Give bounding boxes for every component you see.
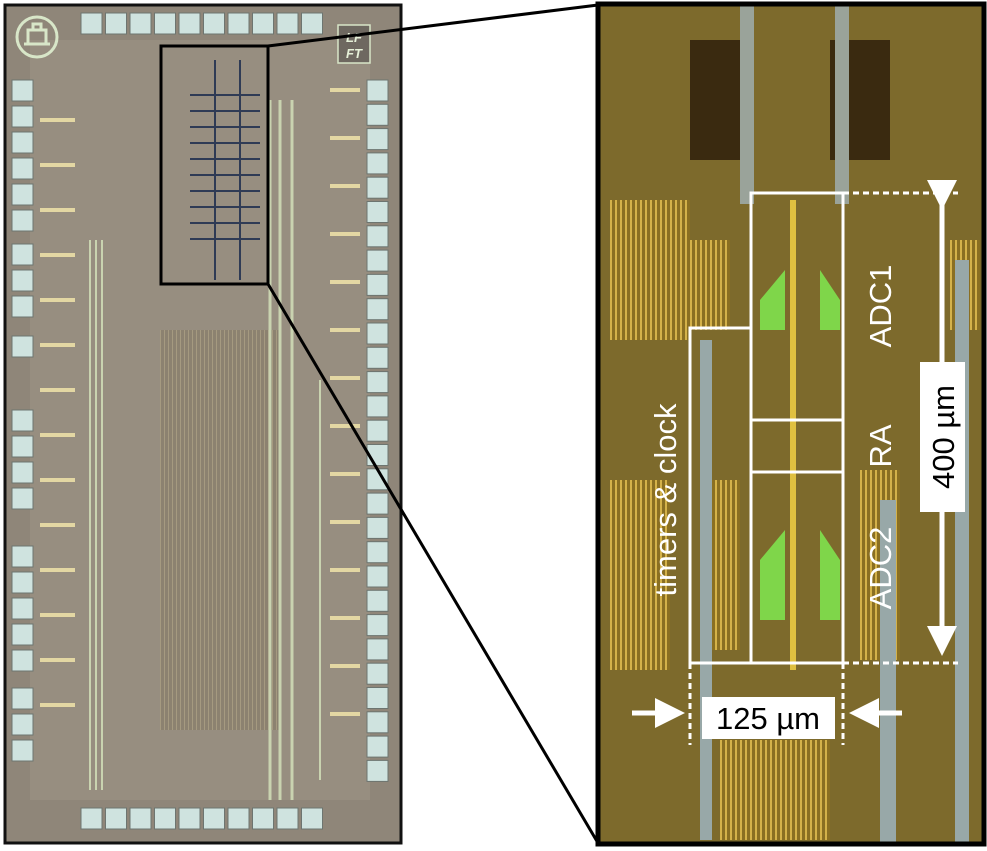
bond-pad xyxy=(105,807,127,830)
bond-pad xyxy=(11,623,34,646)
bond-pad xyxy=(11,131,34,154)
bond-pad xyxy=(252,807,274,830)
height-label-box xyxy=(920,362,965,512)
bond-pad xyxy=(301,12,323,35)
label-adc2: ADC2 xyxy=(863,527,898,610)
central-array xyxy=(160,330,280,730)
bond-pad xyxy=(154,12,176,35)
logo-text-lf: LF xyxy=(346,30,363,45)
bond-pad xyxy=(366,79,389,102)
bond-pad xyxy=(203,807,225,830)
bond-pad xyxy=(366,662,389,685)
bond-pad xyxy=(11,597,34,620)
bond-pad xyxy=(227,12,250,35)
bond-pad xyxy=(366,249,389,272)
bond-pad xyxy=(366,492,389,515)
bond-pad xyxy=(129,12,152,35)
bond-pad xyxy=(366,371,389,394)
bond-pad xyxy=(366,298,389,321)
bond-pad xyxy=(366,201,389,223)
bond-pad xyxy=(366,516,389,539)
bond-pad xyxy=(366,103,389,126)
bond-pad xyxy=(366,225,389,248)
bond-pad xyxy=(11,105,34,128)
bond-pad xyxy=(11,183,34,206)
chip-die-photo: LF FT xyxy=(3,3,403,845)
bond-pad xyxy=(80,807,103,830)
bond-pad xyxy=(178,807,201,830)
bond-pad xyxy=(11,295,34,318)
zoomed-micrograph xyxy=(595,1,987,847)
bond-pad xyxy=(11,487,34,510)
bond-pad xyxy=(178,12,201,35)
bond-pad xyxy=(366,395,389,418)
bond-pad xyxy=(366,589,389,612)
timers-box xyxy=(688,326,753,665)
logo-text-ft: FT xyxy=(346,46,363,61)
bond-pad xyxy=(366,735,389,758)
bond-pad xyxy=(11,435,34,458)
bond-pad xyxy=(11,649,34,672)
bond-pad xyxy=(11,545,34,568)
bond-pad xyxy=(252,12,274,35)
bond-pad xyxy=(11,571,34,594)
bond-pad xyxy=(154,807,176,830)
bond-pad xyxy=(11,243,34,266)
bond-pad xyxy=(366,152,389,175)
bond-pad xyxy=(11,335,34,358)
bond-pad xyxy=(366,541,389,564)
bond-pad xyxy=(366,128,389,151)
label-ra: RA xyxy=(863,424,898,467)
label-width-dim: 125 µm xyxy=(716,701,820,736)
block-annotations xyxy=(688,191,845,665)
bond-pad xyxy=(301,807,323,830)
bond-pad xyxy=(11,739,34,762)
lf-ft-logo: LF FT xyxy=(337,24,371,64)
label-height-dim: 400 µm xyxy=(926,385,961,489)
bond-pad xyxy=(11,79,34,102)
bond-pad xyxy=(366,638,389,661)
bond-pad xyxy=(366,273,389,296)
label-adc1: ADC1 xyxy=(863,265,898,348)
bond-pad xyxy=(366,711,389,734)
zoom-connector-top xyxy=(267,3,599,48)
bond-pad xyxy=(105,12,127,35)
bond-pad xyxy=(227,807,250,830)
bond-pad xyxy=(129,807,152,830)
bond-pad xyxy=(366,614,389,637)
metal-traces xyxy=(40,60,360,800)
zoom-connector-bottom xyxy=(266,283,600,844)
university-logo xyxy=(15,15,59,59)
bond-pad xyxy=(11,269,34,292)
bond-pad xyxy=(11,409,34,432)
bond-pad xyxy=(11,713,34,736)
bond-pad xyxy=(11,157,34,180)
bond-pad xyxy=(11,687,34,710)
bond-pad xyxy=(366,759,389,782)
zoom-region-box xyxy=(159,44,270,286)
bond-pad xyxy=(276,807,299,830)
bond-pad xyxy=(366,419,389,442)
width-label-box xyxy=(702,697,835,739)
bond-pad xyxy=(366,176,389,199)
bond-pad xyxy=(366,565,389,588)
bond-pads xyxy=(11,12,389,830)
bond-pad xyxy=(11,209,34,232)
bond-pad xyxy=(366,346,389,369)
bond-pad xyxy=(366,322,389,345)
bond-pad xyxy=(366,687,389,709)
bond-pad xyxy=(203,12,225,35)
label-timers-clock: timers & clock xyxy=(648,403,683,596)
bond-pad xyxy=(11,461,34,484)
bond-pad xyxy=(80,12,103,35)
bond-pad xyxy=(276,12,299,35)
